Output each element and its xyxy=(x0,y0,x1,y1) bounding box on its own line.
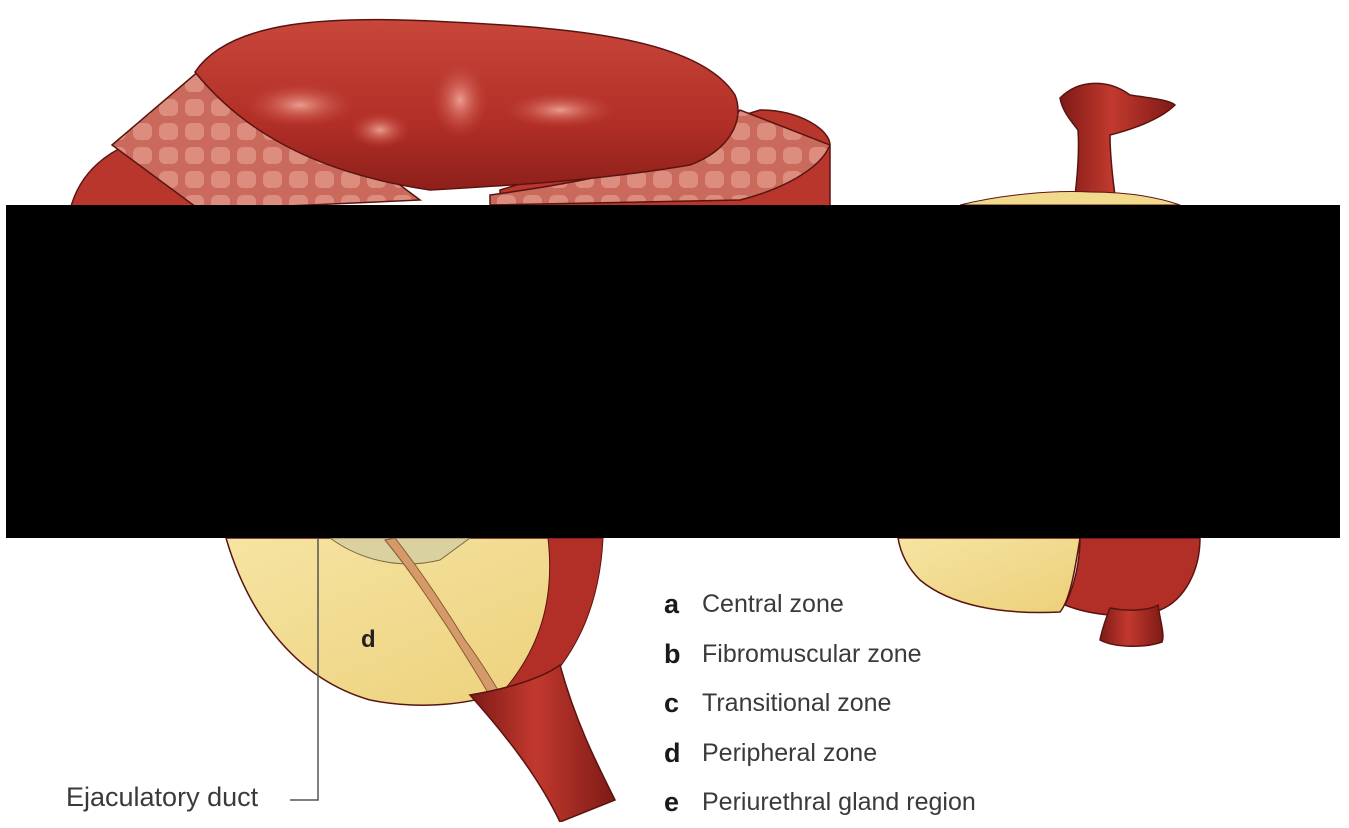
legend-label: Fibromuscular zone xyxy=(702,640,922,669)
peripheral-zone-label: d xyxy=(361,626,376,654)
right-capsule xyxy=(1065,538,1200,615)
legend-key: e xyxy=(664,787,702,818)
dome-highlight-2 xyxy=(432,62,488,138)
legend-item: b Fibromuscular zone xyxy=(664,630,1084,680)
legend-label: Transitional zone xyxy=(702,689,891,718)
zone-legend: a Central zone b Fibromuscular zone c Tr… xyxy=(664,580,1084,828)
redaction-bar xyxy=(6,205,1340,538)
legend-label: Central zone xyxy=(702,590,844,619)
dome-highlight-4 xyxy=(350,112,410,148)
legend-item: e Periurethral gland region xyxy=(664,778,1084,828)
legend-key: d xyxy=(664,738,702,769)
legend-item: d Peripheral zone xyxy=(664,729,1084,779)
legend-key: c xyxy=(664,688,702,719)
legend-label: Peripheral zone xyxy=(702,739,877,768)
legend-item: c Transitional zone xyxy=(664,679,1084,729)
right-peripheral-zone-top xyxy=(960,192,1180,205)
lower-urethra-tube xyxy=(1100,605,1163,646)
legend-label: Periurethral gland region xyxy=(702,788,976,817)
dome-highlight-3 xyxy=(505,92,615,128)
legend-item: a Central zone xyxy=(664,580,1084,630)
legend-key: b xyxy=(664,639,702,670)
dome-highlight xyxy=(245,83,355,127)
ejaculatory-duct-label: Ejaculatory duct xyxy=(66,782,258,813)
legend-key: a xyxy=(664,589,702,620)
